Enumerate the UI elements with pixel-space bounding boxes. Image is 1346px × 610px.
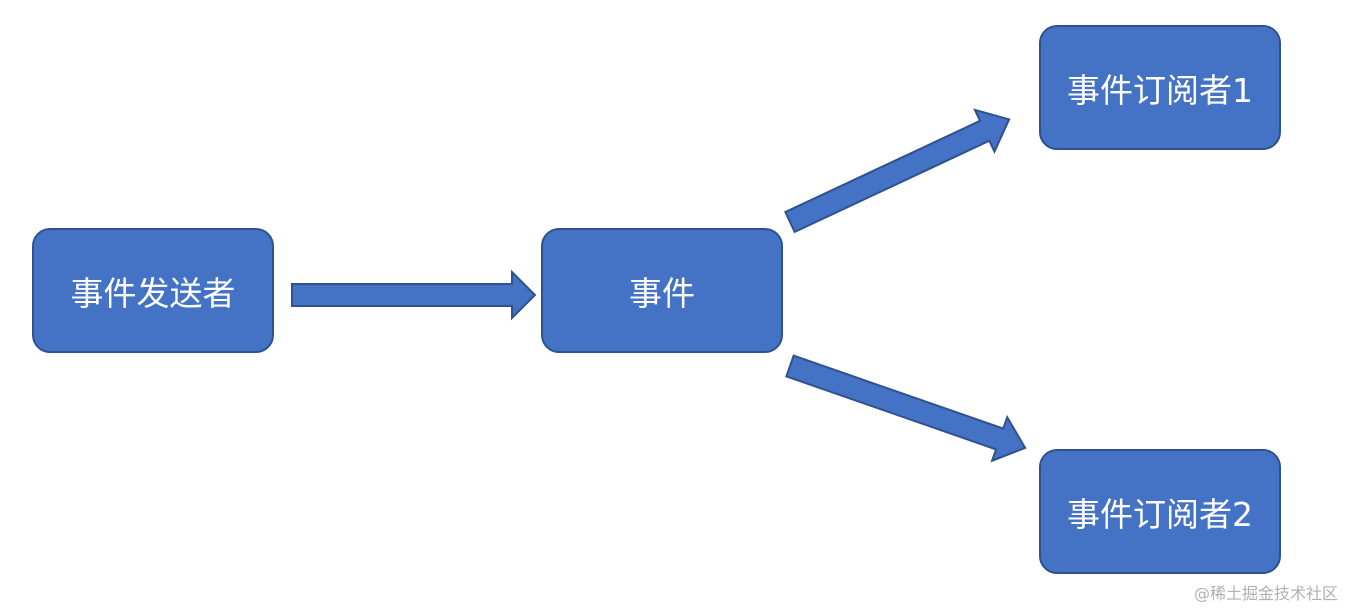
arrow-sender-to-event xyxy=(291,269,537,321)
node-event-subscriber-2: 事件订阅者2 xyxy=(1039,449,1281,574)
arrow-event-to-subscriber2 xyxy=(785,354,1027,463)
node-event: 事件 xyxy=(541,228,783,353)
node-event-sender: 事件发送者 xyxy=(32,228,274,353)
arrow-event-to-subscriber1 xyxy=(784,108,1011,234)
watermark: @稀土掘金技术社区 xyxy=(1193,584,1338,603)
node-event-subscriber-1: 事件订阅者1 xyxy=(1039,25,1281,150)
